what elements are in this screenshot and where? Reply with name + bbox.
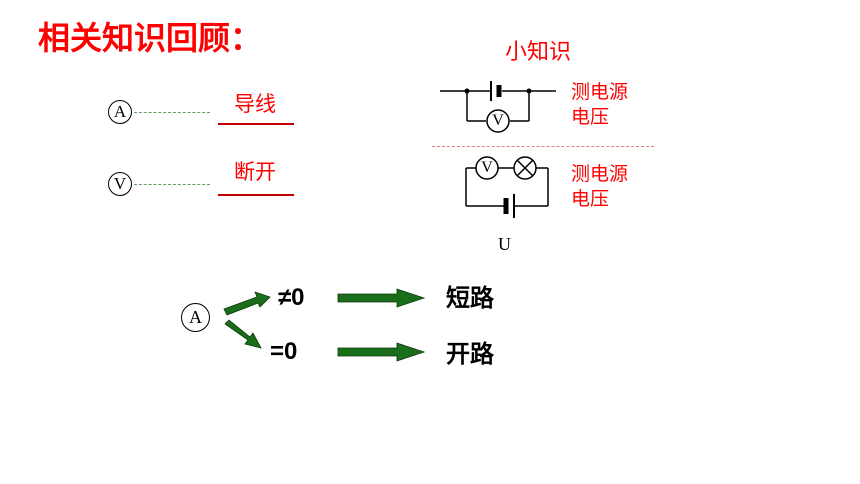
circuit-diagram-2	[465, 156, 549, 218]
dashed-leader	[134, 112, 210, 113]
ammeter-symbol: A	[181, 303, 210, 332]
condition-zero: =0	[270, 338, 298, 365]
voltmeter-answer: 断开	[234, 160, 276, 184]
circuit1-label-line1: 测电源	[571, 81, 629, 103]
source-label: U	[498, 234, 511, 254]
separator	[432, 146, 654, 147]
ammeter-answer: 导线	[234, 92, 276, 116]
result-arrow-1	[337, 288, 426, 308]
circuit1-label: 测电源 电压	[571, 80, 628, 130]
ammeter-symbol: A	[108, 100, 132, 124]
circuit2-label-line1: 测电源	[571, 163, 629, 185]
tip-heading: 小知识	[505, 40, 572, 65]
circuit1-label-line2: 电压	[571, 106, 610, 128]
circuit2-label-line2: 电压	[571, 188, 610, 210]
answer-underline	[218, 194, 294, 196]
dashed-leader	[134, 184, 210, 185]
circuit2-label: 测电源 电压	[571, 162, 628, 212]
page-title: 相关知识回顾：	[38, 19, 263, 57]
result-open-circuit: 开路	[446, 340, 494, 368]
answer-underline	[218, 123, 294, 125]
result-arrow-2	[337, 342, 426, 362]
voltmeter-symbol: V	[492, 112, 504, 129]
circuit-diagram-1	[440, 81, 556, 133]
condition-nonzero: ≠0	[278, 284, 305, 311]
voltmeter-symbol: V	[481, 159, 493, 176]
voltmeter-symbol: V	[108, 172, 132, 196]
branch-arrows	[223, 291, 271, 349]
result-short-circuit: 短路	[446, 284, 494, 312]
